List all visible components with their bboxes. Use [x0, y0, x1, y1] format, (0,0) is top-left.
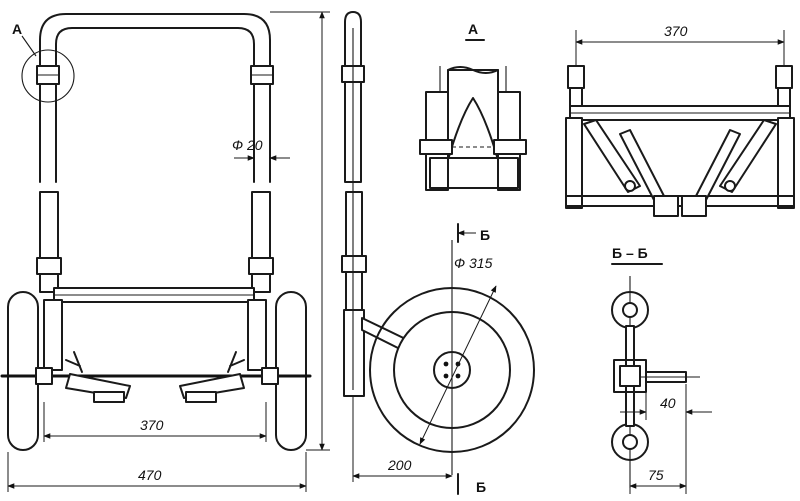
outer-width-label: 470 — [138, 467, 162, 483]
left-wheel-front — [7, 291, 39, 451]
front-view: А — [0, 11, 330, 492]
tube-diameter-label: Ф 20 — [232, 137, 263, 153]
detail-a-callout: А — [12, 21, 75, 103]
lower-tubes — [36, 191, 274, 293]
side-view: Ф 315 Б Б 200 — [341, 11, 535, 495]
section-40-dimension: 40 — [620, 384, 712, 420]
platform-detail: 370 — [565, 23, 795, 217]
wheel-diameter-dimension: Ф 315 — [419, 255, 497, 445]
platform-width-dimension: 370 — [575, 23, 785, 66]
right-wheel-front — [275, 291, 307, 451]
section-bb-title: Б – Б — [612, 245, 648, 261]
axle-offset-label: 200 — [387, 457, 412, 473]
tube-diameter-dimension: Ф 20 — [232, 137, 290, 161]
height-dimension — [270, 11, 330, 451]
detail-a-title: А — [468, 21, 478, 37]
section-marker-bottom: Б — [457, 473, 486, 495]
handle-frame — [36, 13, 274, 183]
side-wheel — [369, 240, 535, 475]
platform-width-label: 370 — [664, 23, 688, 39]
section-bb: Б – Б 40 75 — [611, 245, 712, 494]
side-tube — [341, 11, 367, 397]
section-marker-top-label: Б — [480, 227, 490, 243]
section-75-label: 75 — [648, 467, 664, 483]
section-marker-bottom-label: Б — [476, 479, 486, 495]
section-75-dimension: 75 — [629, 420, 687, 494]
inner-width-label: 370 — [140, 417, 164, 433]
section-marker-top: Б — [457, 223, 490, 243]
outer-width-dimension: 470 — [7, 452, 307, 492]
foot-brackets — [65, 351, 245, 403]
platform — [43, 287, 267, 371]
section-40-label: 40 — [660, 395, 676, 411]
inner-width-dimension: 370 — [43, 402, 267, 442]
axle — [0, 367, 312, 385]
detail-a: А — [419, 21, 527, 191]
wheel-diameter-label: Ф 315 — [454, 255, 493, 271]
detail-a-callout-label: А — [12, 21, 22, 37]
axle-offset-dimension: 200 — [352, 396, 453, 482]
